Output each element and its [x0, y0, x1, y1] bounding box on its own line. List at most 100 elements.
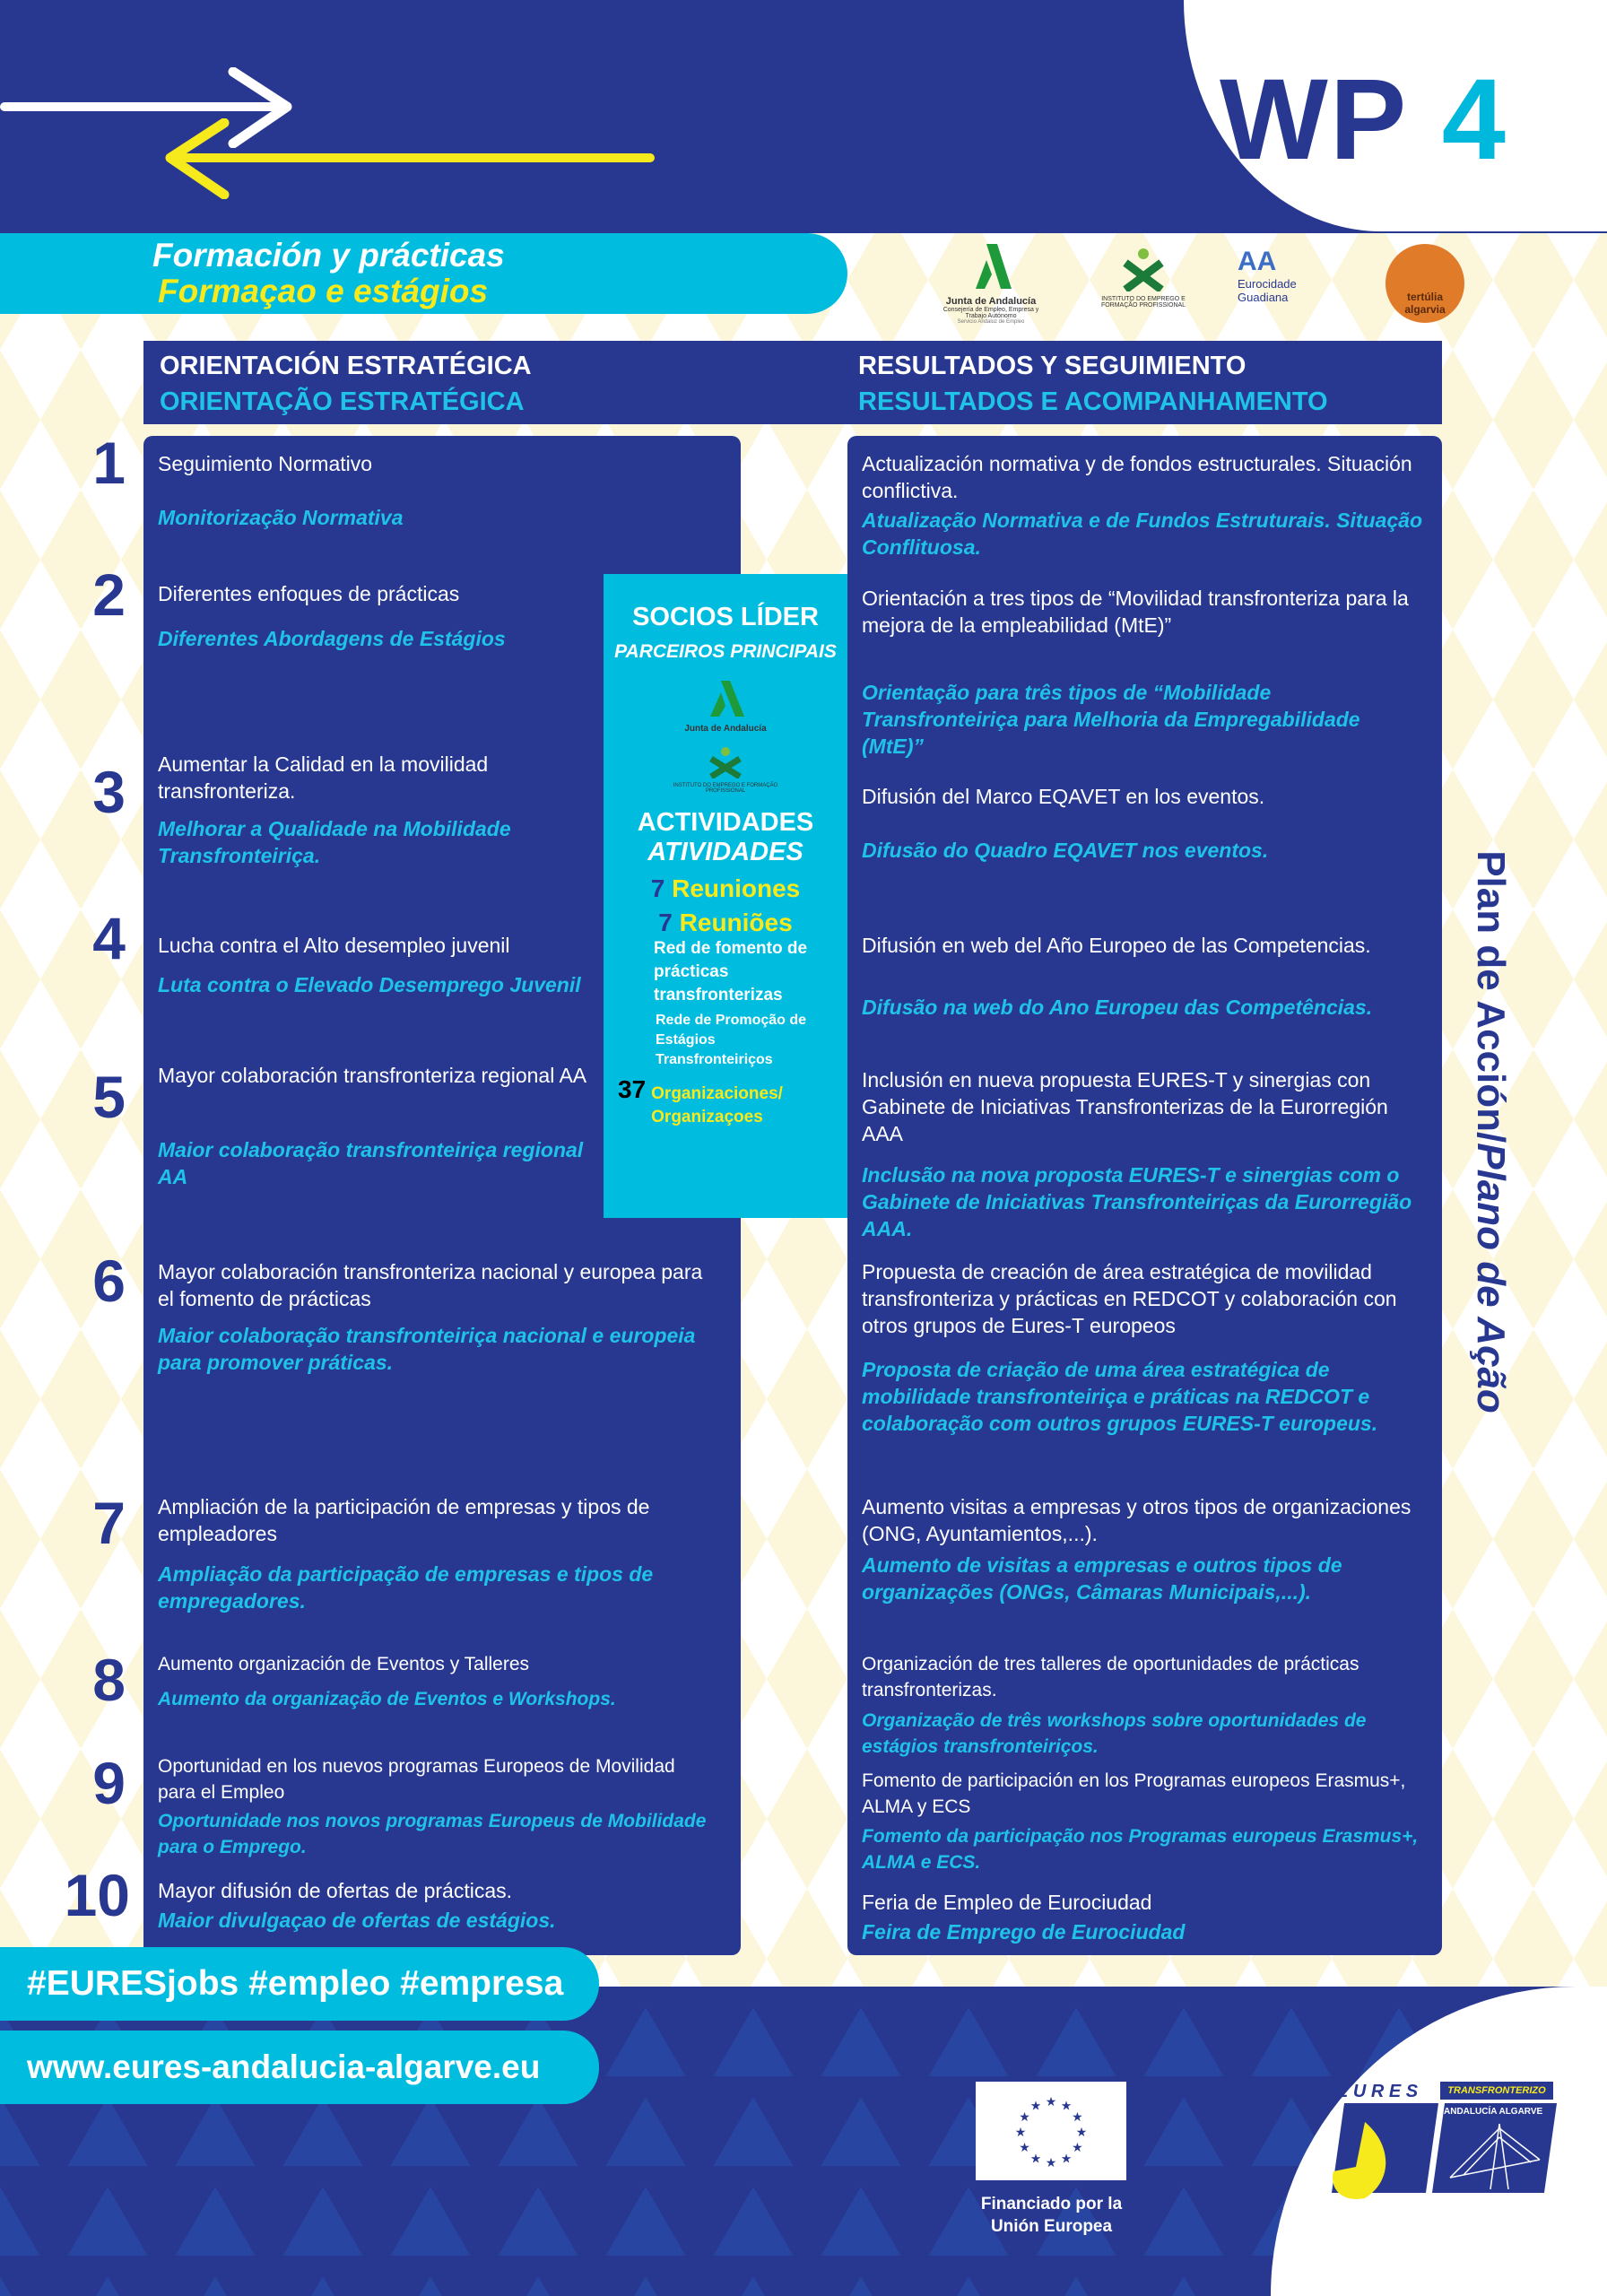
strategy-pt: Aumento da organização de Eventos e Work… [158, 1689, 616, 1709]
action-plan-pt: Plano de Ação [1469, 1143, 1513, 1413]
row-number: 4 [92, 905, 126, 971]
junta-a-icon [976, 244, 1012, 289]
row-number: 1 [92, 430, 126, 496]
wp-number: 4 [1441, 56, 1507, 184]
result-pt: Organização de três workshops sobre opor… [862, 1710, 1367, 1757]
meetings-count-pt: 7 [658, 909, 673, 936]
tertulia-name: tertúlia algarvia [1404, 291, 1446, 316]
strategy-pt: Maior colaboração transfronteiriça regio… [158, 1138, 584, 1188]
row-number: 7 [92, 1490, 126, 1556]
eures-wordmark: E U R E S [1336, 2082, 1419, 2101]
svg-text:★: ★ [1046, 2155, 1057, 2170]
organizations-count: 37 [618, 1075, 647, 1103]
eures-logo: E U R E S TRANSFRONTERIZO ANDALUCÍA ALGA… [1329, 2082, 1558, 2203]
website-url[interactable]: www.eures-andalucia-algarve.eu [27, 2048, 541, 2085]
svg-text:★: ★ [1046, 2094, 1057, 2109]
results-panel [847, 436, 1442, 1955]
strategy-pt: Oportunidade nos novos programas Europeu… [158, 1811, 707, 1857]
strategy-es: Aumentar la Calidad en la movilidad tran… [158, 752, 489, 803]
columns-header: ORIENTACIÓN ESTRATÉGICA ORIENTAÇÃO ESTRA… [143, 341, 1442, 424]
iefp-logo: INSTITUTO DO EMPREGO E FORMAÇÃO PROFISSI… [1090, 247, 1197, 309]
svg-text:★: ★ [1019, 2140, 1030, 2154]
network-pt: Rede de Promoção de Estágios Transfronte… [656, 1013, 807, 1067]
arrow-right-icon [0, 102, 283, 111]
svg-text:★: ★ [1072, 2140, 1083, 2154]
work-package-title: WP 4 [1220, 54, 1507, 186]
svg-text:★: ★ [1019, 2109, 1030, 2124]
strategy-es: Mayor difusión de ofertas de prácticas. [158, 1879, 513, 1902]
left-header-es: ORIENTACIÓN ESTRATÉGICA [160, 352, 532, 380]
right-header-pt: RESULTADOS E ACOMPANHAMENTO [858, 387, 1328, 416]
website-link[interactable]: www.eures-andalucia-algarve.eu [0, 2031, 599, 2104]
hashtags: #EURESjobs #empleo #empresa [27, 1964, 564, 2003]
row-number: 10 [64, 1862, 130, 1928]
activities-es: ACTIVIDADES [637, 808, 814, 837]
tertulia-logo: tertúlia algarvia [1385, 244, 1464, 323]
strategy-es: Lucha contra el Alto desempleo juvenil [158, 934, 510, 957]
meetings-count: 7 [650, 874, 665, 902]
result-pt: Inclusão na nova proposta EURES-T e sine… [862, 1163, 1412, 1240]
strategy-pt: Luta contra o Elevado Desemprego Juvenil [158, 973, 581, 996]
row-number: 9 [92, 1750, 126, 1816]
strategy-es: Mayor colaboración transfronteriza regio… [158, 1064, 587, 1087]
svg-text:★: ★ [1061, 2099, 1073, 2113]
meetings-es: Reuniones [672, 874, 801, 902]
strategy-es: Diferentes enfoques de prácticas [158, 582, 460, 605]
result-pt: Difusão na web do Ano Europeu das Compet… [862, 996, 1373, 1019]
svg-text:★: ★ [1061, 2151, 1073, 2165]
eu-stars-icon: ★★★★★★★★★★★★ [1015, 2094, 1088, 2170]
result-pt: Atualização Normativa e de Fundos Estrut… [862, 509, 1422, 559]
action-plan-vertical-title: Plan de Acción/Plano de Ação [1468, 850, 1513, 1413]
junta-name: Junta de Andalucía [945, 296, 1037, 307]
strategy-es: Oportunidad en los nuevos programas Euro… [158, 1756, 675, 1803]
socios-pt: PARCEIROS PRINCIPAIS [614, 641, 837, 662]
eurocidade-name: Eurocidade Guadiana [1238, 277, 1297, 304]
strategy-pt: Maior divulgaçao de ofertas de estágios. [158, 1909, 556, 1932]
strategy-pt: Monitorização Normativa [158, 506, 404, 529]
result-es: Difusión del Marco EQAVET en los eventos… [862, 785, 1265, 808]
row-number: 3 [92, 759, 126, 825]
strategy-pt: Maior colaboração transfronteiriça nacio… [158, 1324, 696, 1374]
eu-funding-text: Financiado por la Unión Europea [980, 2195, 1123, 2236]
strategy-es: Ampliación de la participación de empres… [158, 1495, 650, 1545]
result-pt: Feira de Emprego de Eurociudad [862, 1920, 1186, 1944]
partners-activities-box: SOCIOS LÍDER PARCEIROS PRINCIPAIS Junta … [604, 574, 847, 1218]
strategy-pt: Melhorar a Qualidade na Mobilidade Trans… [158, 817, 511, 867]
row-number: 8 [92, 1647, 126, 1713]
svg-text:★: ★ [1030, 2151, 1042, 2165]
result-es: Aumento visitas a empresas y otros tipos… [862, 1495, 1412, 1545]
topic-banner: Formación y prácticas Formaçao e estágio… [0, 233, 847, 314]
row-number: 5 [92, 1064, 126, 1130]
aa-icon: AA [1238, 247, 1277, 276]
iefp-icon [1123, 248, 1164, 293]
result-es: Actualización normativa y de fondos estr… [862, 452, 1412, 502]
result-es: Organización de tres talleres de oportun… [862, 1654, 1359, 1700]
result-es: Difusión en web del Año Europeo de las C… [862, 934, 1371, 957]
svg-text:★: ★ [1076, 2125, 1088, 2139]
iefp-name: INSTITUTO DO EMPREGO E FORMAÇÃO PROFISSI… [1100, 296, 1186, 309]
arrow-right-head-icon [228, 67, 292, 148]
result-es: Fomento de participación en los Programa… [862, 1770, 1406, 1817]
junta-sub: Consejería de Empleo, Empresa y Trabajo … [942, 307, 1039, 319]
eurocidade-logo: AA Eurocidade Guadiana [1238, 247, 1327, 304]
row-number: 2 [92, 561, 126, 628]
strategy-es: Aumento organización de Eventos y Taller… [158, 1654, 530, 1674]
result-pt: Orientação para três tipos de “Mobilidad… [862, 681, 1360, 758]
strategy-es: Mayor colaboración transfronteriza nacio… [158, 1260, 703, 1310]
topic-es: Formación y prácticas [152, 237, 505, 274]
organizations-label: Organizaciones/ Organizaçoes [651, 1084, 783, 1126]
wp-label: WP [1220, 56, 1409, 184]
socios-es: SOCIOS LÍDER [632, 603, 819, 631]
result-pt: Aumento de visitas a empresas e outros t… [862, 1553, 1342, 1604]
row-number: 6 [92, 1248, 126, 1314]
bridge-icon [1449, 2123, 1541, 2190]
svg-text:★: ★ [1030, 2099, 1042, 2113]
result-pt: Proposta de criação de uma área estratég… [862, 1358, 1378, 1435]
arrow-left-head-icon [165, 118, 230, 199]
svg-text:★: ★ [1072, 2109, 1083, 2124]
hand-icon [1333, 2122, 1386, 2199]
center-iefp-name: INSTITUTO DO EMPREGO E FORMAÇÃO PROFISSI… [673, 783, 778, 794]
arrow-left-icon [170, 153, 655, 162]
result-pt: Difusão do Quadro EQAVET nos eventos. [862, 839, 1269, 862]
junta-a-small-icon [710, 681, 744, 717]
